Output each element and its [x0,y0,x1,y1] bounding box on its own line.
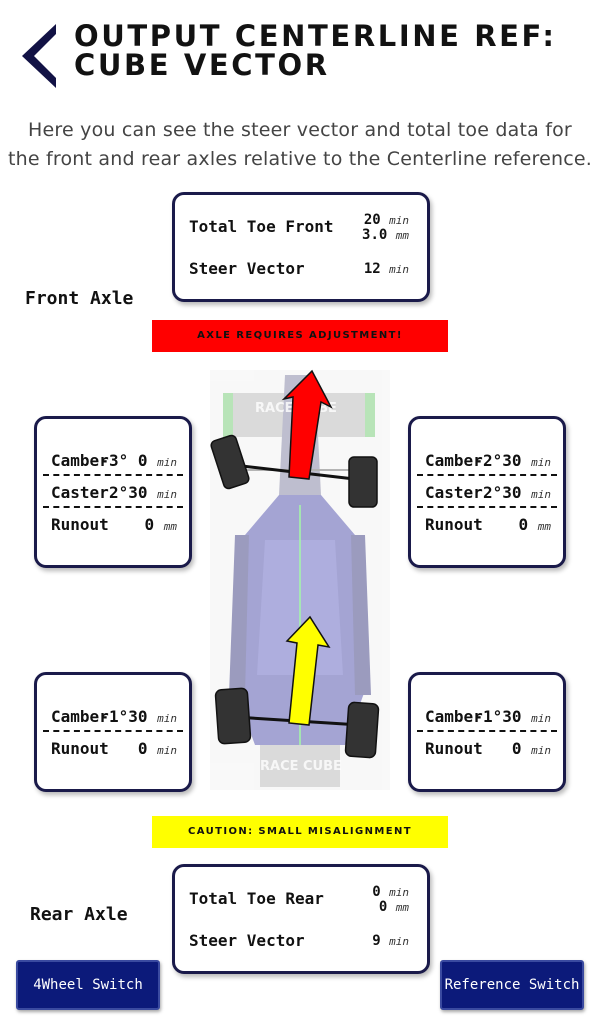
rear-total-toe-mm: 0 [378,899,388,915]
divider [417,506,557,508]
page-title-line1: OUTPUT CENTERLINE REF: [74,19,557,53]
fl-caster-value: 2°30 [108,483,148,502]
intro-line2: the front and rear axles relative to the… [7,148,593,170]
page-title: OUTPUT CENTERLINE REF: CUBE VECTOR [74,22,594,80]
front-left-wheel [210,434,250,490]
front-total-toe-label: Total Toe Front [189,217,334,236]
rl-camber-value: -1°30 [99,707,148,726]
front-toe-panel: Total Toe Front 20 min 3.0 mm Steer Vect… [172,192,430,302]
fr-runout-value: 0 [518,515,529,534]
front-total-toe-value: 20 min 3.0 mm [362,212,409,243]
rear-left-wheel-panel: Camber -1°30 min Runout 0 min [34,672,192,792]
fr-caster-row: Caster 2°30 min [425,483,551,502]
rear-left-wheel [214,687,252,745]
front-right-wheel-panel: Camber -2°30 min Caster 2°30 min Runout … [408,416,566,568]
rear-right-wheel [344,701,380,759]
fl-caster-row: Caster 2°30 min [51,483,177,502]
rl-runout-row: Runout 0 min [51,739,177,758]
four-wheel-switch-button[interactable]: 4Wheel Switch [16,960,160,1010]
rear-total-toe-value: 0 min 0 mm [372,884,409,915]
fr-camber-row: Camber -2°30 min [425,451,551,470]
front-steer-vector-label: Steer Vector [189,259,305,278]
front-right-wheel [348,456,378,508]
divider [43,730,183,732]
page-title-line2: CUBE VECTOR [74,48,330,82]
rr-camber-row: Camber -1°30 min [425,707,551,726]
rear-steer-vector-arrow-icon [285,615,331,726]
front-status-banner: AXLE REQUIRES ADJUSTMENT! [152,320,448,352]
car-wing-text-bottom: RACE CUBE [260,759,342,774]
fl-runout-value: 0 [144,515,155,534]
divider [43,506,183,508]
fr-camber-value: -2°30 [473,451,522,470]
front-left-wheel-panel: Camber -3° 0 min Caster 2°30 min Runout … [34,416,192,568]
front-steer-vector-value: 12 min [363,261,409,277]
fl-runout-row: Runout 0 mm [51,515,177,534]
front-total-toe-mm: 3.0 [362,227,388,243]
front-arrow-shape [281,369,333,480]
divider [417,474,557,476]
divider [417,730,557,732]
front-steer-vector-arrow-icon [281,369,333,480]
fr-runout-row: Runout 0 mm [425,515,551,534]
divider [43,474,183,476]
car-diagram: RACE CUBE RACE CUBE [210,369,390,790]
rr-runout-row: Runout 0 min [425,739,551,758]
intro-text: Here you can see the steer vector and to… [0,116,600,174]
rear-arrow-shape [285,615,331,726]
rl-runout-value: 0 [137,739,148,758]
fr-caster-value: 2°30 [482,483,522,502]
rear-status-banner: CAUTION: SMALL MISALIGNMENT [152,816,448,848]
rl-camber-row: Camber -1°30 min [51,707,177,726]
rear-right-wheel-panel: Camber -1°30 min Runout 0 min [408,672,566,792]
rear-axle-label: Rear Axle [30,904,128,925]
rear-toe-panel: Total Toe Rear 0 min 0 mm Steer Vector 9… [172,864,430,974]
rear-steer-vector-label: Steer Vector [189,931,305,950]
fl-camber-row: Camber -3° 0 min [51,451,177,470]
rear-total-toe-min: 0 [372,884,381,900]
back-chevron-icon[interactable] [22,24,58,88]
rr-camber-value: -1°30 [473,707,522,726]
rear-total-toe-label: Total Toe Rear [189,889,324,908]
fl-camber-value: -3° 0 [99,451,148,470]
front-axle-label: Front Axle [25,288,134,309]
front-total-toe-min: 20 [363,212,381,228]
rr-runout-value: 0 [511,739,522,758]
rear-steer-vector-value: 9 min [372,933,409,949]
intro-line1: Here you can see the steer vector and to… [28,119,572,141]
reference-switch-button[interactable]: Reference Switch [440,960,584,1010]
